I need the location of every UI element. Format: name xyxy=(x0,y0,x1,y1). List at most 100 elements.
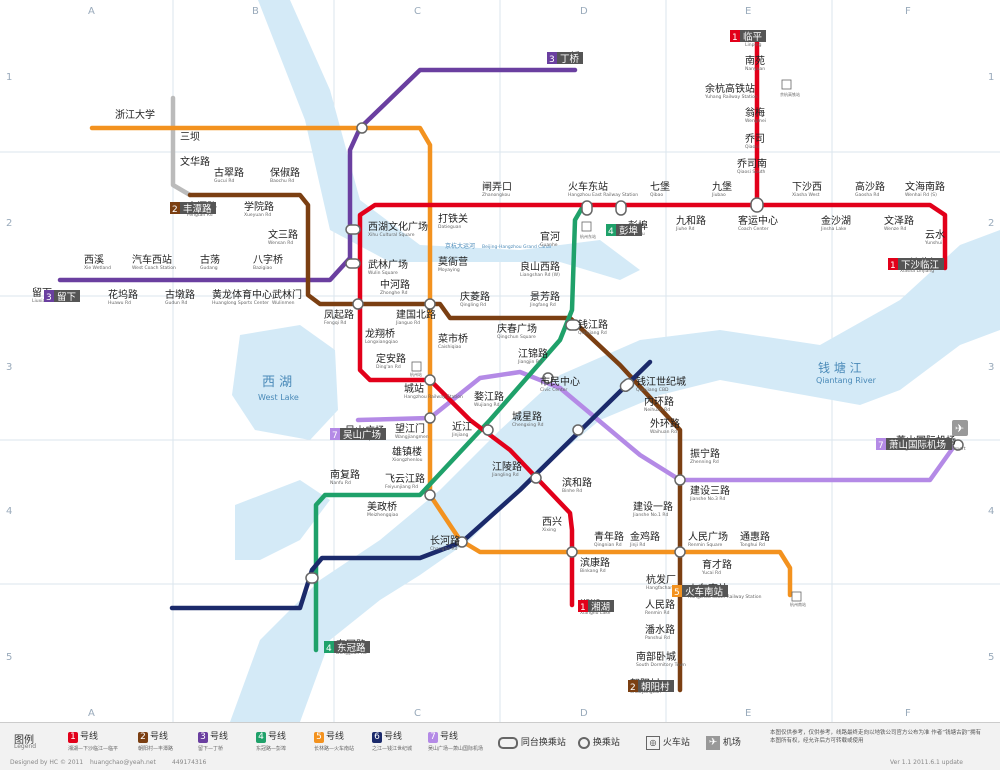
station-75[interactable]: 文华路 xyxy=(180,155,210,168)
station-73[interactable]: 浙江大学 xyxy=(115,108,155,121)
station-name-en: Coach Center xyxy=(738,226,769,232)
terminal-line-badge xyxy=(672,585,682,597)
grid-col-e: E xyxy=(745,6,751,17)
svg-text:✈: ✈ xyxy=(955,422,964,435)
station-name-en: Meizhengqiao xyxy=(367,512,398,518)
station-name-en: Jingfang Rd xyxy=(529,302,556,308)
terminal-station-name: 湘湖 xyxy=(591,601,610,613)
line-gray xyxy=(170,95,193,198)
station-74[interactable]: 三坝 xyxy=(180,131,200,143)
line-2 xyxy=(187,192,683,693)
